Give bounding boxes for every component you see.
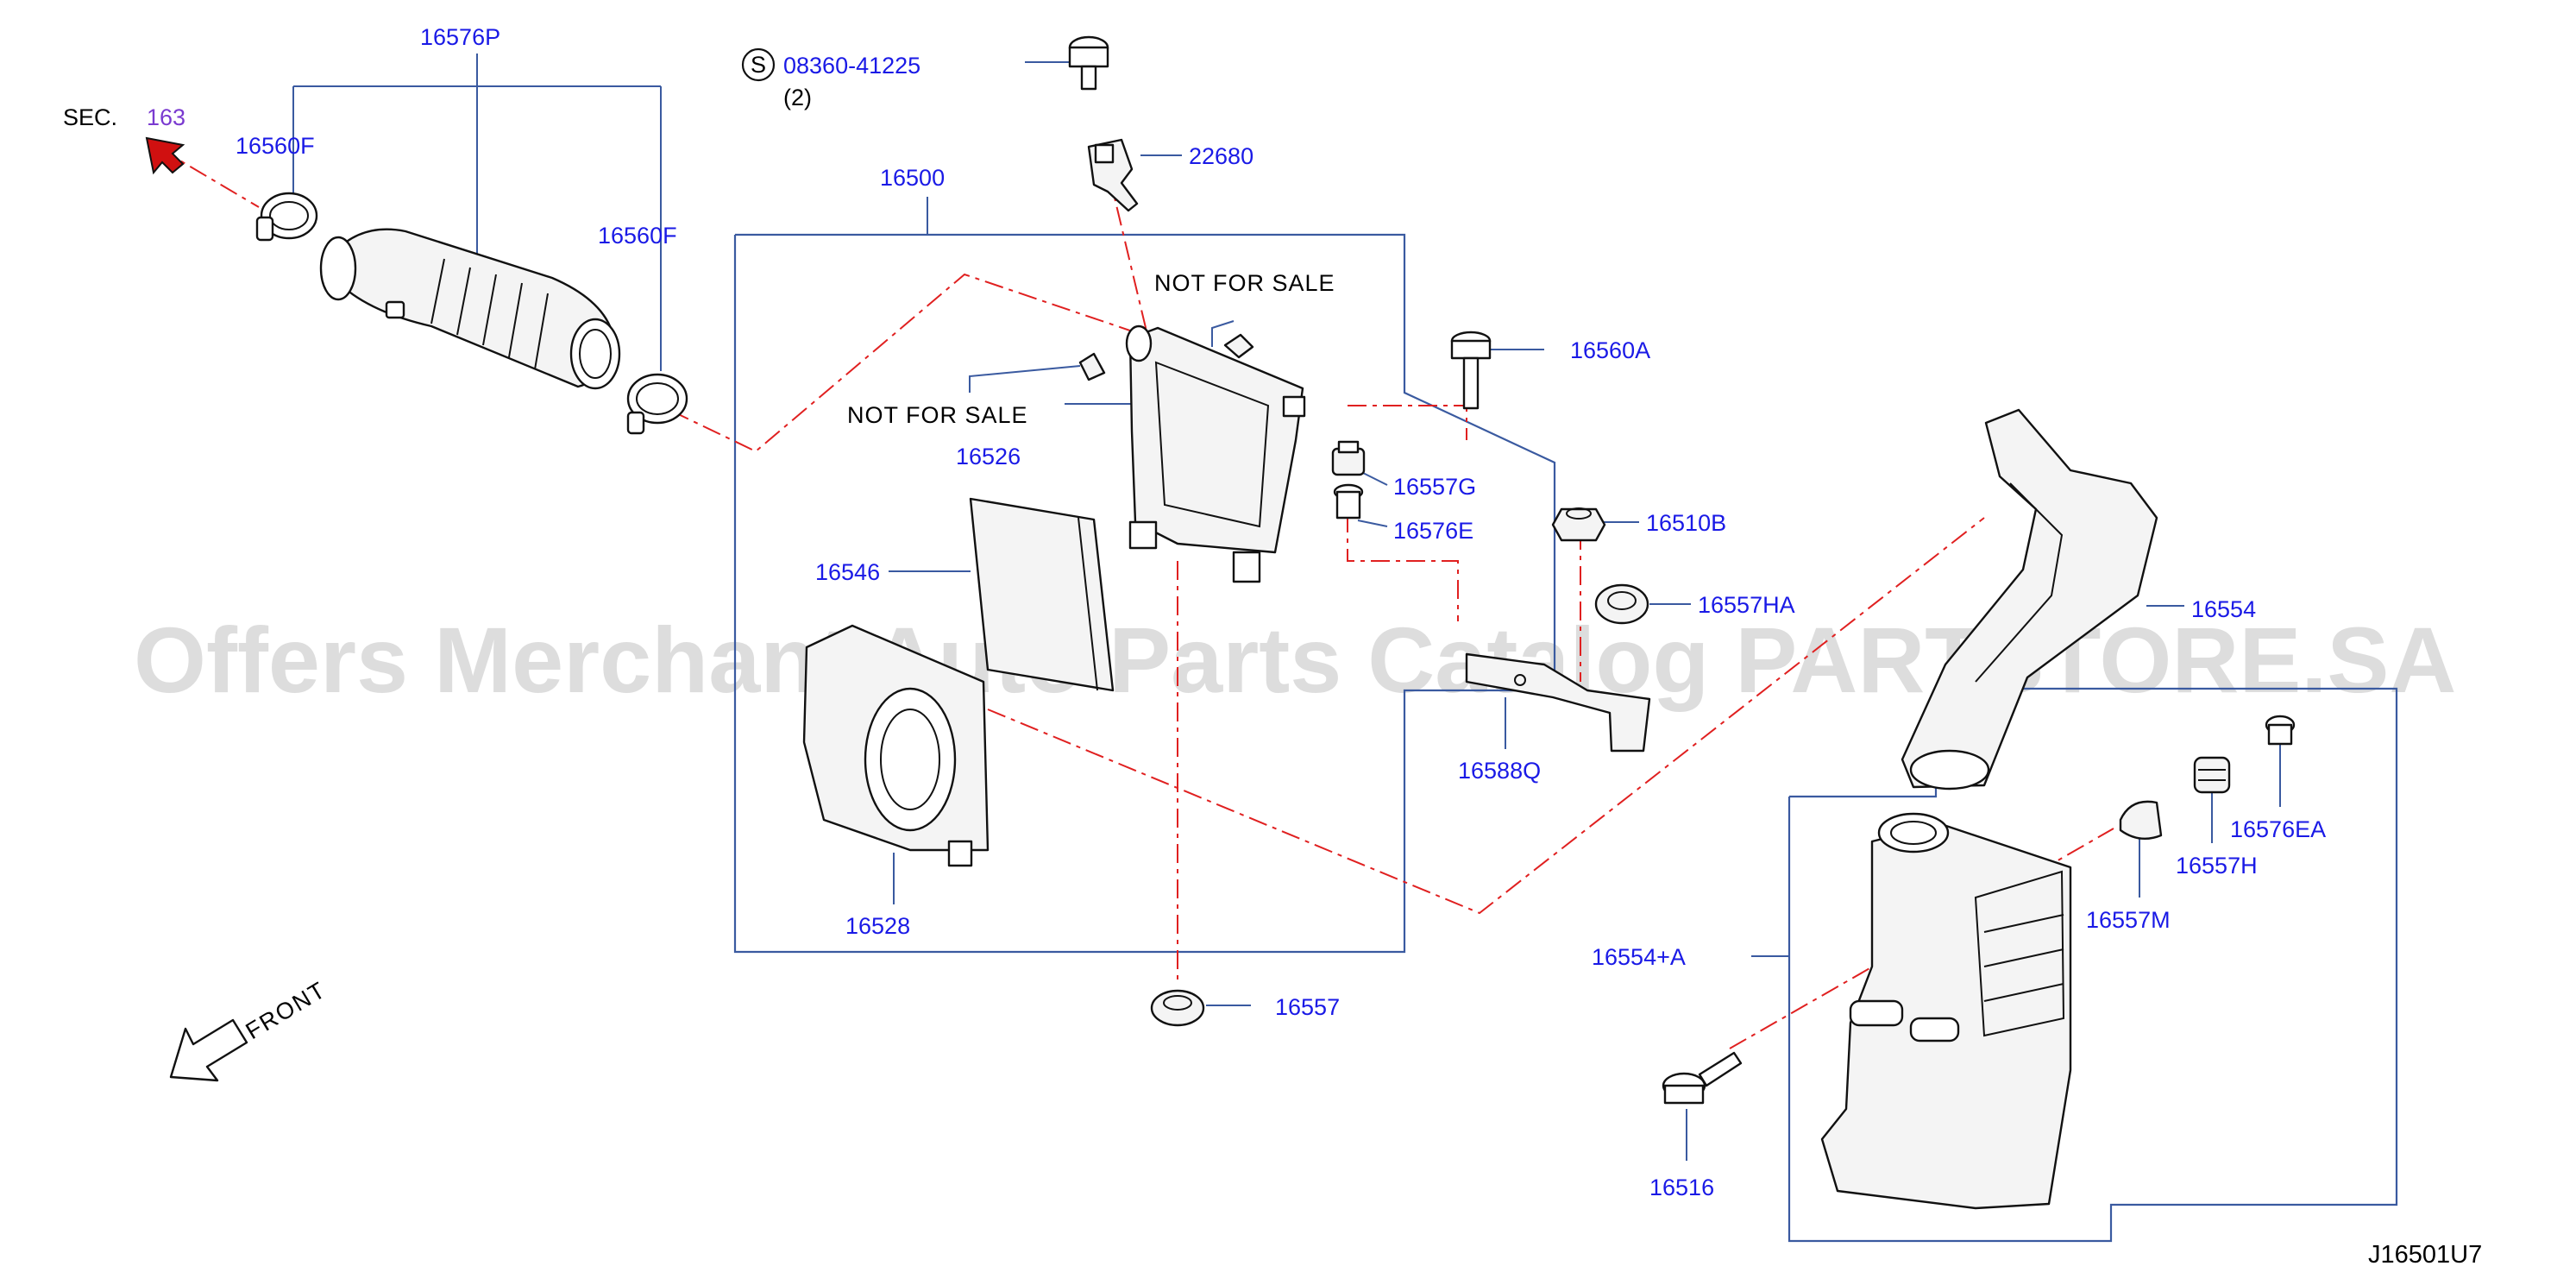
centerline-mount (1347, 513, 1459, 621)
section-prefix: SEC. (63, 104, 117, 130)
centerline-cross (987, 517, 1985, 915)
resonator-assembly-16554a (1820, 812, 2072, 1210)
grommet-16557g (1331, 440, 1366, 476)
grommet-16557 (1150, 989, 1205, 1027)
collar-16576ea (2265, 715, 2296, 746)
air-duct-hose (319, 228, 621, 390)
leader-16576E (1357, 520, 1388, 527)
part-label-22680[interactable]: 22680 (1189, 143, 1253, 169)
part-label-16576P[interactable]: 16576P (420, 24, 500, 50)
part-label-16557M[interactable]: 16557M (2086, 907, 2171, 933)
part-label-16560F-right[interactable]: 16560F (598, 223, 677, 249)
air-cleaner-lower-case (802, 624, 990, 867)
not-for-sale-upper: NOT FOR SALE (1154, 270, 1335, 296)
part-label-16526[interactable]: 16526 (956, 444, 1021, 469)
not-for-sale-lower: NOT FOR SALE (847, 402, 1028, 428)
resonator-duct-16554 (1901, 408, 2158, 791)
diagram-code: J16501U7 (2368, 1241, 2482, 1269)
centerline-duct (159, 148, 260, 208)
standard-part-symbol-icon (741, 47, 776, 82)
mass-air-flow-sensor (1087, 138, 1139, 212)
part-label-16557G[interactable]: 16557G (1393, 474, 1476, 500)
front-arrow-icon (169, 1018, 248, 1082)
clip-not-for-sale-lower (1078, 352, 1106, 381)
section-number[interactable]: 163 (147, 104, 185, 130)
leader-nfs-2 (969, 365, 1081, 393)
collar-16576e (1333, 483, 1364, 520)
part-label-16557H[interactable]: 16557H (2176, 853, 2258, 879)
part-label-16557[interactable]: 16557 (1275, 994, 1340, 1020)
part-label-16546[interactable]: 16546 (815, 559, 880, 585)
section-arrow-icon (145, 136, 185, 175)
leader-nfs-1 (1211, 320, 1235, 347)
front-label: FRONT (242, 976, 331, 1044)
part-label-16554[interactable]: 16554 (2191, 596, 2256, 622)
part-label-16576EA[interactable]: 16576EA (2230, 816, 2326, 842)
bolt-16516 (1662, 1051, 1743, 1105)
part-label-16500[interactable]: 16500 (880, 165, 945, 191)
air-cleaner-upper-case (1125, 324, 1306, 583)
standard-part-qty: (2) (783, 85, 812, 110)
part-label-16560A[interactable]: 16560A (1570, 337, 1650, 363)
part-label-16554A[interactable]: 16554+A (1592, 944, 1686, 970)
hose-clamp-right (626, 373, 688, 435)
watermark-text: Offers Merchant Auto Parts Catalog PARTS… (134, 608, 2456, 712)
screw-08360 (1068, 35, 1109, 91)
hose-clamp-left (255, 192, 318, 242)
centerline-bracket (1348, 405, 1467, 440)
grommet-16557ha (1594, 583, 1649, 625)
centerline-intake (670, 273, 1174, 453)
clip-not-for-sale-upper (1223, 333, 1254, 359)
bracket-16588q (1465, 652, 1651, 753)
standard-part-number[interactable]: 08360-41225 (783, 53, 920, 79)
part-label-16528[interactable]: 16528 (845, 913, 910, 939)
part-label-16560F-left[interactable]: 16560F (236, 133, 315, 159)
part-label-16588Q[interactable]: 16588Q (1458, 758, 1541, 784)
part-label-16557HA[interactable]: 16557HA (1698, 592, 1795, 618)
part-label-16576E[interactable]: 16576E (1393, 518, 1473, 544)
grommet-16557h (2193, 756, 2231, 794)
bolt-16560a (1450, 331, 1492, 410)
part-label-16510B[interactable]: 16510B (1646, 510, 1726, 536)
nut-16510b (1551, 507, 1606, 542)
grommet-16557m (2119, 800, 2163, 841)
standard-part-symbol: S (751, 52, 766, 78)
air-filter-element (969, 497, 1115, 692)
part-label-16516[interactable]: 16516 (1649, 1175, 1714, 1200)
